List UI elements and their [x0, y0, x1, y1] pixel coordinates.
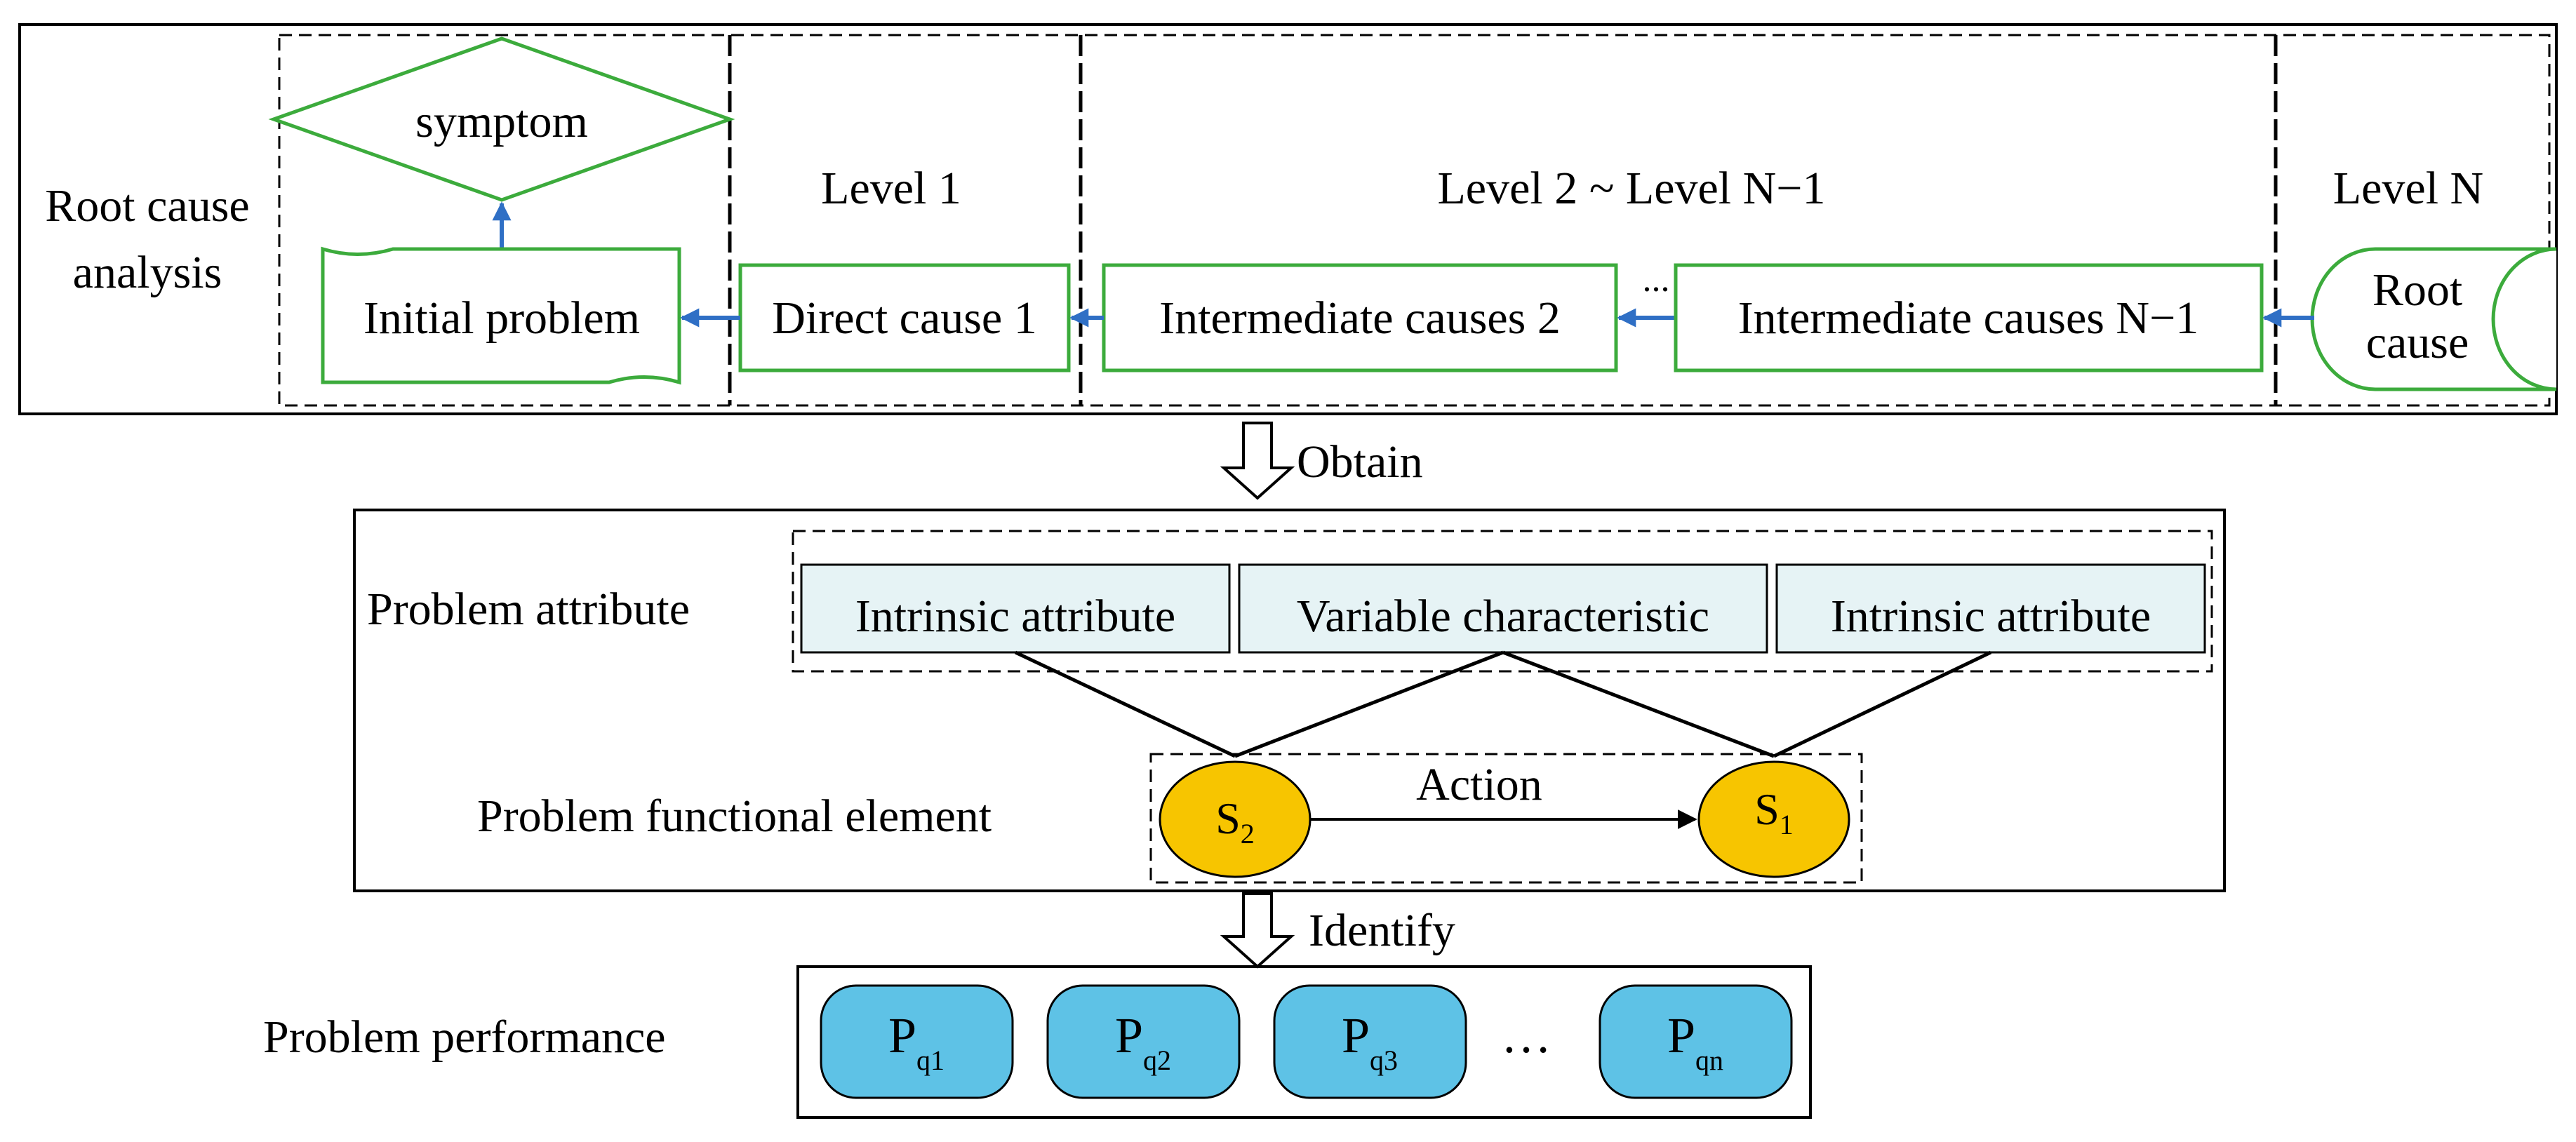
performance-pqn-label: Pqn [1667, 1007, 1723, 1076]
attribute-dashed-frame [792, 530, 2213, 673]
root-cause-dashed-frame [278, 34, 2551, 407]
root-cause-label-line1: Root cause [45, 180, 249, 231]
link-variable-s1 [1502, 650, 1775, 758]
attribute-box-3 [1775, 563, 2206, 654]
intermediate-2-box [1102, 263, 1618, 372]
performance-frame [796, 965, 1812, 1119]
performance-pq3-label: Pq3 [1342, 1007, 1398, 1076]
performance-pqn [1599, 984, 1793, 1099]
link-intrinsic1-s2 [1014, 650, 1236, 758]
root-cause-cylinder-end [2491, 247, 2557, 391]
symptom-label: symptom [415, 96, 588, 147]
direct-cause-label: Direct cause 1 [772, 293, 1036, 344]
problem-attribute-label: Problem attribute [367, 584, 690, 635]
intermediate-2-label: Intermediate causes 2 [1159, 293, 1561, 344]
action-label: Action [1416, 759, 1542, 810]
performance-pq1-label: Pq1 [888, 1007, 945, 1076]
obtain-arrow [1220, 422, 1295, 500]
functional-element-label: Problem functional element [477, 791, 992, 842]
link-variable-s2 [1234, 650, 1504, 758]
s2-label: S2 [1215, 793, 1255, 849]
intermediate-ellipsis: ... [1643, 260, 1670, 300]
performance-pq2 [1046, 984, 1241, 1099]
functional-dashed-frame [1149, 753, 1863, 884]
root-cause-label-line1: Root [2373, 264, 2462, 316]
intermediate-n1-box [1674, 263, 2264, 372]
attribute-box-1-label: Intrinsic attribute [855, 591, 1175, 642]
problem-performance-label: Problem performance [263, 1012, 666, 1063]
initial-problem-label: Initial problem [363, 293, 640, 344]
attribute-box-3-label: Intrinsic attribute [1831, 591, 2151, 642]
level1-title: Level 1 [821, 163, 961, 214]
obtain-label: Obtain [1297, 436, 1423, 488]
problem-model-frame [353, 509, 2226, 892]
identify-label: Identify [1309, 905, 1455, 956]
intermediate-n1-label: Intermediate causes N−1 [1738, 293, 2199, 344]
performance-pq1 [820, 984, 1014, 1099]
symptom-diamond [268, 36, 735, 202]
root-cause-label-line2: cause [2366, 317, 2469, 368]
levelN-title: Level N [2333, 163, 2483, 214]
performance-ellipsis: … [1501, 1007, 1551, 1063]
direct-cause-box [738, 263, 1071, 372]
root-cause-label-line2: analysis [73, 247, 222, 298]
attribute-box-2-label: Variable characteristic [1297, 591, 1709, 642]
s1-node [1697, 760, 1850, 878]
initial-problem-shape [321, 246, 681, 385]
s1-label: S1 [1754, 784, 1794, 840]
performance-pq3 [1273, 984, 1467, 1099]
link-intrinsic2-s1 [1773, 650, 1992, 758]
root-cause-outer-frame [18, 23, 2558, 415]
identify-arrow [1220, 892, 1295, 969]
attribute-box-2 [1238, 563, 1768, 654]
attribute-box-1 [800, 563, 1231, 654]
level2-title: Level 2 ~ Level N−1 [1437, 163, 1825, 214]
performance-pq2-label: Pq2 [1115, 1007, 1171, 1076]
